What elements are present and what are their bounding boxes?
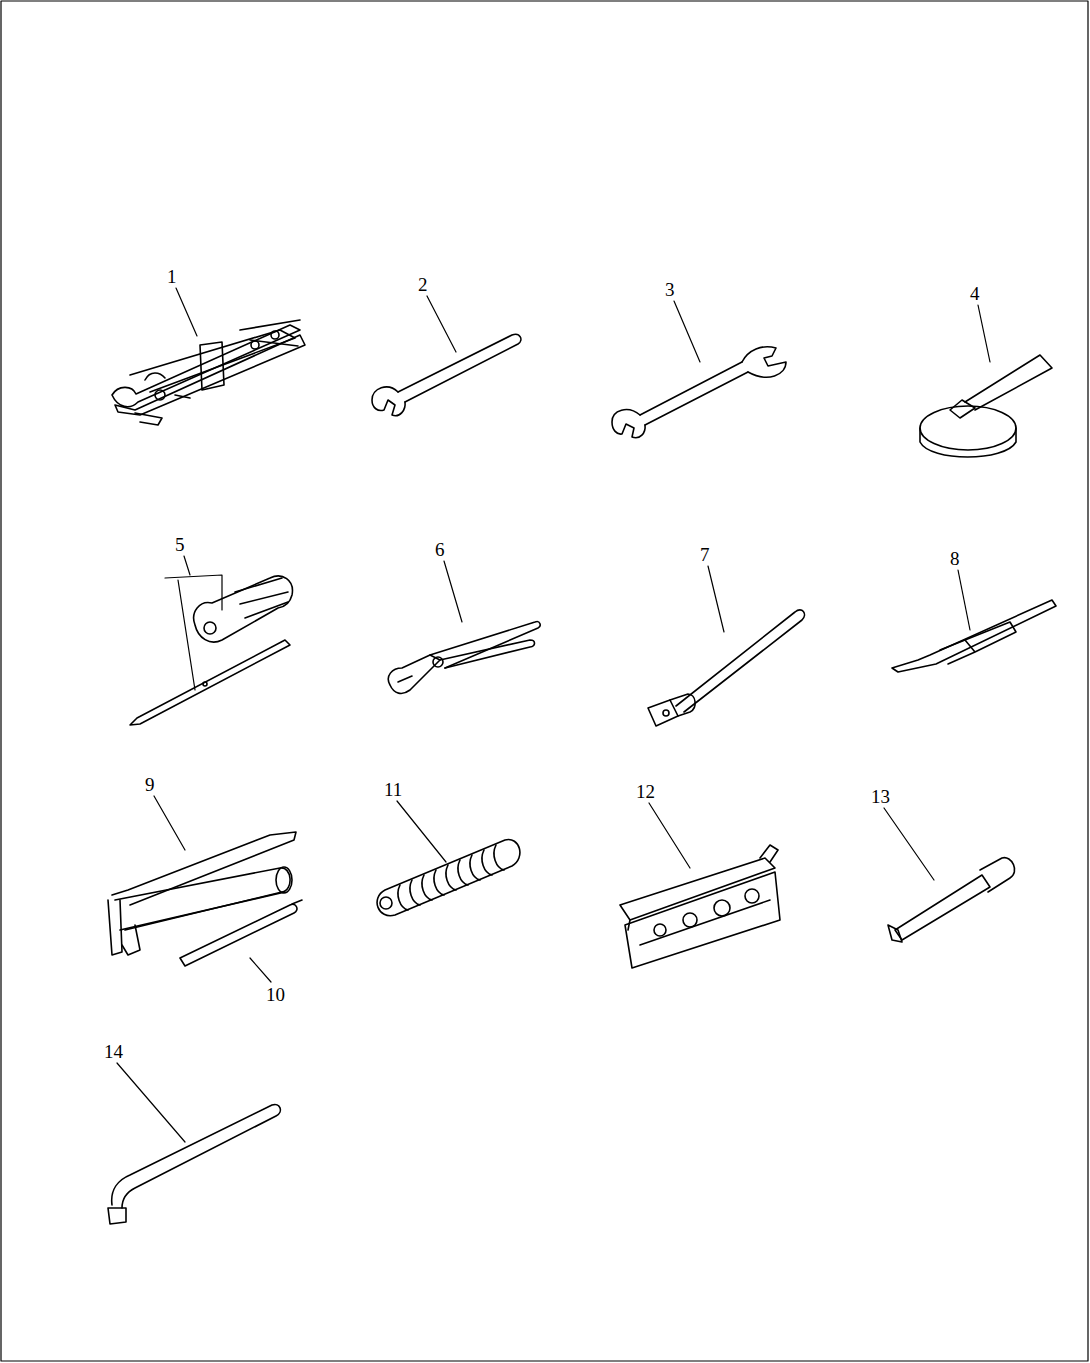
extension-bar (888, 858, 1015, 942)
wrench-set (112, 320, 305, 425)
callout-number: 9 (144, 775, 156, 794)
open-end-wrench (372, 334, 521, 415)
callout-number: 7 (699, 545, 711, 564)
callout-number: 12 (635, 782, 656, 801)
callout-number: 8 (949, 549, 961, 568)
double-wrench (612, 347, 786, 438)
callout-number: 1 (166, 267, 178, 286)
pry-bar (892, 600, 1056, 672)
callout-number: 4 (969, 284, 981, 303)
callout-number: 13 (870, 787, 891, 806)
filter-wrench (920, 355, 1052, 457)
callout-number: 10 (265, 985, 286, 1004)
callout-number: 6 (434, 540, 446, 559)
callout-number: 5 (174, 535, 186, 554)
leader-lines (117, 288, 990, 1142)
socket-case (620, 845, 780, 968)
callout-number: 14 (103, 1042, 124, 1061)
screwdriver (130, 576, 292, 725)
hammer (648, 610, 804, 726)
callout-number: 3 (664, 280, 676, 299)
grease-nozzle (180, 900, 302, 966)
callout-number: 11 (383, 780, 403, 799)
coiled-hose (377, 840, 520, 916)
grease-gun (108, 832, 296, 955)
pliers (388, 622, 540, 694)
l-wrench (108, 1104, 280, 1224)
callout-number: 2 (417, 275, 429, 294)
